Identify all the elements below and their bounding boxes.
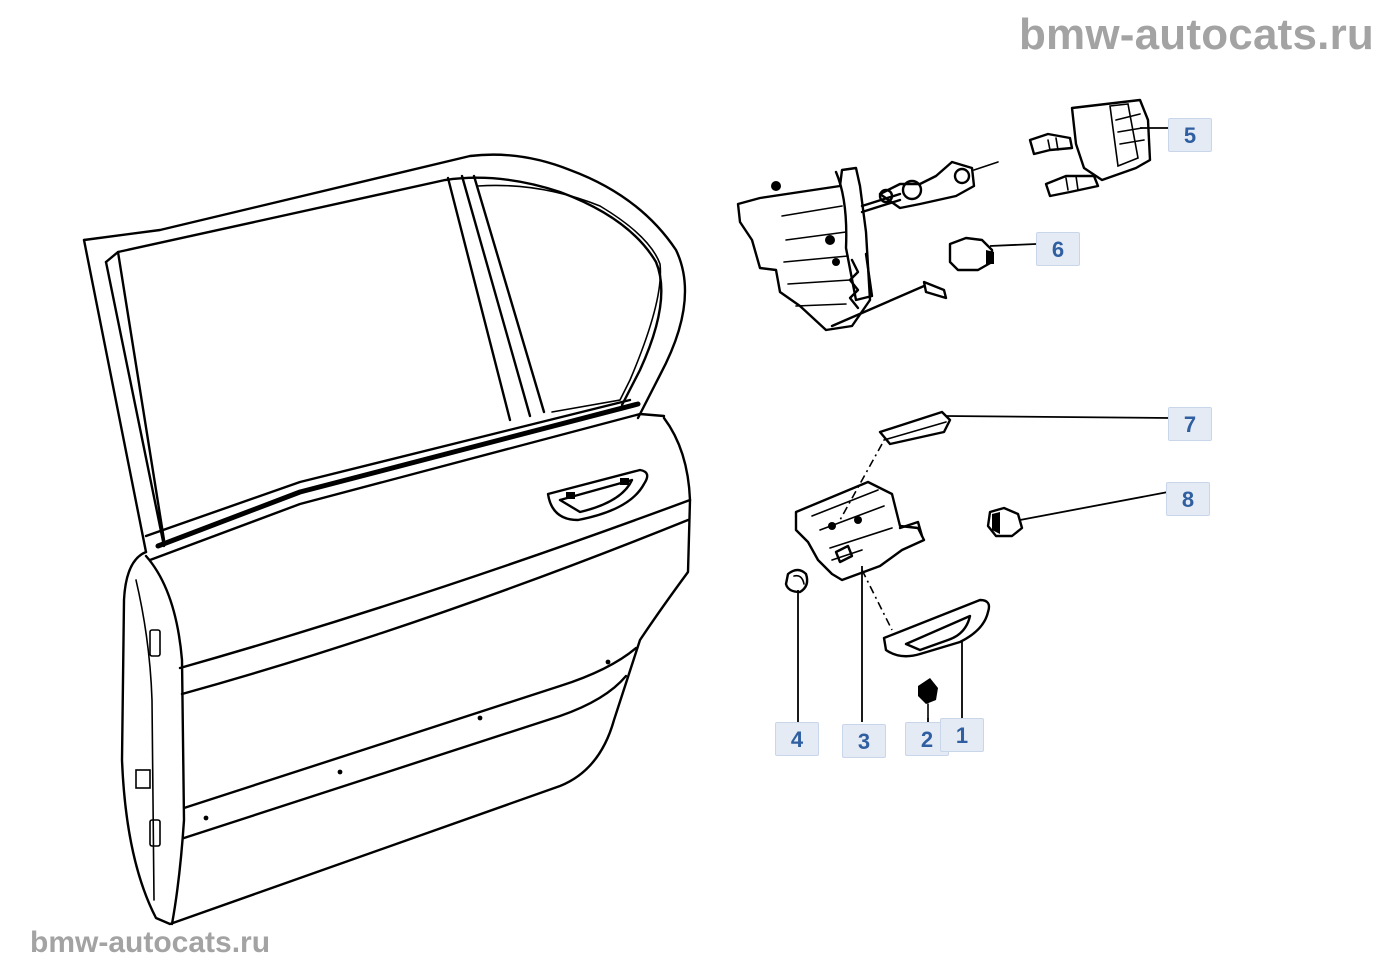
lock-link-rod-end [973,161,999,171]
part-6-cap-shade [986,250,994,264]
screw-thread [1047,137,1079,191]
glass-quarter [477,184,662,413]
lock-bolt [832,258,840,266]
door-skin [120,416,692,926]
door-front-post [82,238,166,554]
part-2-screw [918,678,938,704]
part-7-cover [878,410,952,446]
belt-strip [148,412,666,562]
watermark-top: bmw-autocats.ru [1018,10,1374,59]
part-4-grommet-inner [793,574,805,585]
leader-8 [1019,491,1169,521]
part-4-grommet [784,568,809,594]
callout-5[interactable]: 5 [1168,118,1212,152]
callout-4[interactable]: 4 [775,722,819,756]
leader-lines [797,127,1171,722]
door-handle-grip [558,478,634,514]
striker-plate [1070,98,1152,182]
door-feature-line-lower [180,518,690,696]
door-rub-strip-bottom [182,674,628,840]
part-1-outer-handle [882,598,991,658]
door-rub-strip-top [182,646,638,810]
striker-screw-lower [1044,174,1100,198]
part-7-cover-edge [883,421,947,441]
door-front-edge [144,554,186,926]
callout-8[interactable]: 8 [1166,482,1210,516]
check-strap-slot [135,769,151,789]
door-frame-inner [104,176,663,407]
belt-strip-seal [155,401,641,549]
strip-clip-dot [337,769,343,775]
strip-clip-dot [477,715,483,721]
part-3-carrier [794,480,926,582]
door-frame-outer [82,153,687,420]
lock-body-detail [781,205,851,307]
part-7-axis [839,443,883,521]
leader-7 [945,415,1171,419]
handle-screw [620,478,629,485]
callout-6[interactable]: 6 [1036,232,1080,266]
carrier-detail [811,489,893,561]
lock-link-bracket [878,160,976,210]
part-8-plug [986,506,1024,538]
door-feature-line-upper [178,498,692,670]
hinge-slot [149,819,161,847]
lock-link-pivot [953,167,971,185]
part-5-striker [1028,98,1152,198]
part-3-axis [861,569,893,631]
lock-screw [830,280,948,328]
door-handle-recess [546,468,649,522]
carrier-bolt [828,522,836,530]
lock-body [736,166,872,332]
lock-spring [848,258,860,310]
rear-door-drawing [82,153,692,926]
lock-bolt [771,181,781,191]
door-division-bar [446,174,546,422]
striker-slot [1109,103,1139,168]
watermark-bottom: bmw-autocats.ru [30,926,271,959]
callout-7[interactable]: 7 [1168,407,1212,441]
handle-screw [566,492,575,499]
striker-screw-upper [1028,132,1074,156]
strip-clip-dot [203,815,209,821]
carrier-pin [834,544,854,564]
callout-3[interactable]: 3 [842,724,886,758]
callout-1[interactable]: 1 [940,718,984,752]
carrier-arm [898,520,924,538]
leader-6 [989,243,1037,247]
door-lock-assembly [736,160,999,332]
lock-link-pivot [901,179,923,201]
striker-ribs [1115,113,1145,145]
door-front-edge-inner [135,579,155,901]
part-6-cap [948,236,994,272]
belt-strip-top [144,398,632,538]
part-8-plug-shade [992,512,1000,534]
lock-link-pivot [878,188,894,204]
handle-outer [882,598,991,658]
carrier-bolt [854,516,862,524]
hinge-slot [149,629,161,657]
lock-bolt [825,235,835,245]
strip-clip-dot [605,659,611,665]
handle-inner-grip [904,614,972,652]
carrier-body [794,480,926,582]
